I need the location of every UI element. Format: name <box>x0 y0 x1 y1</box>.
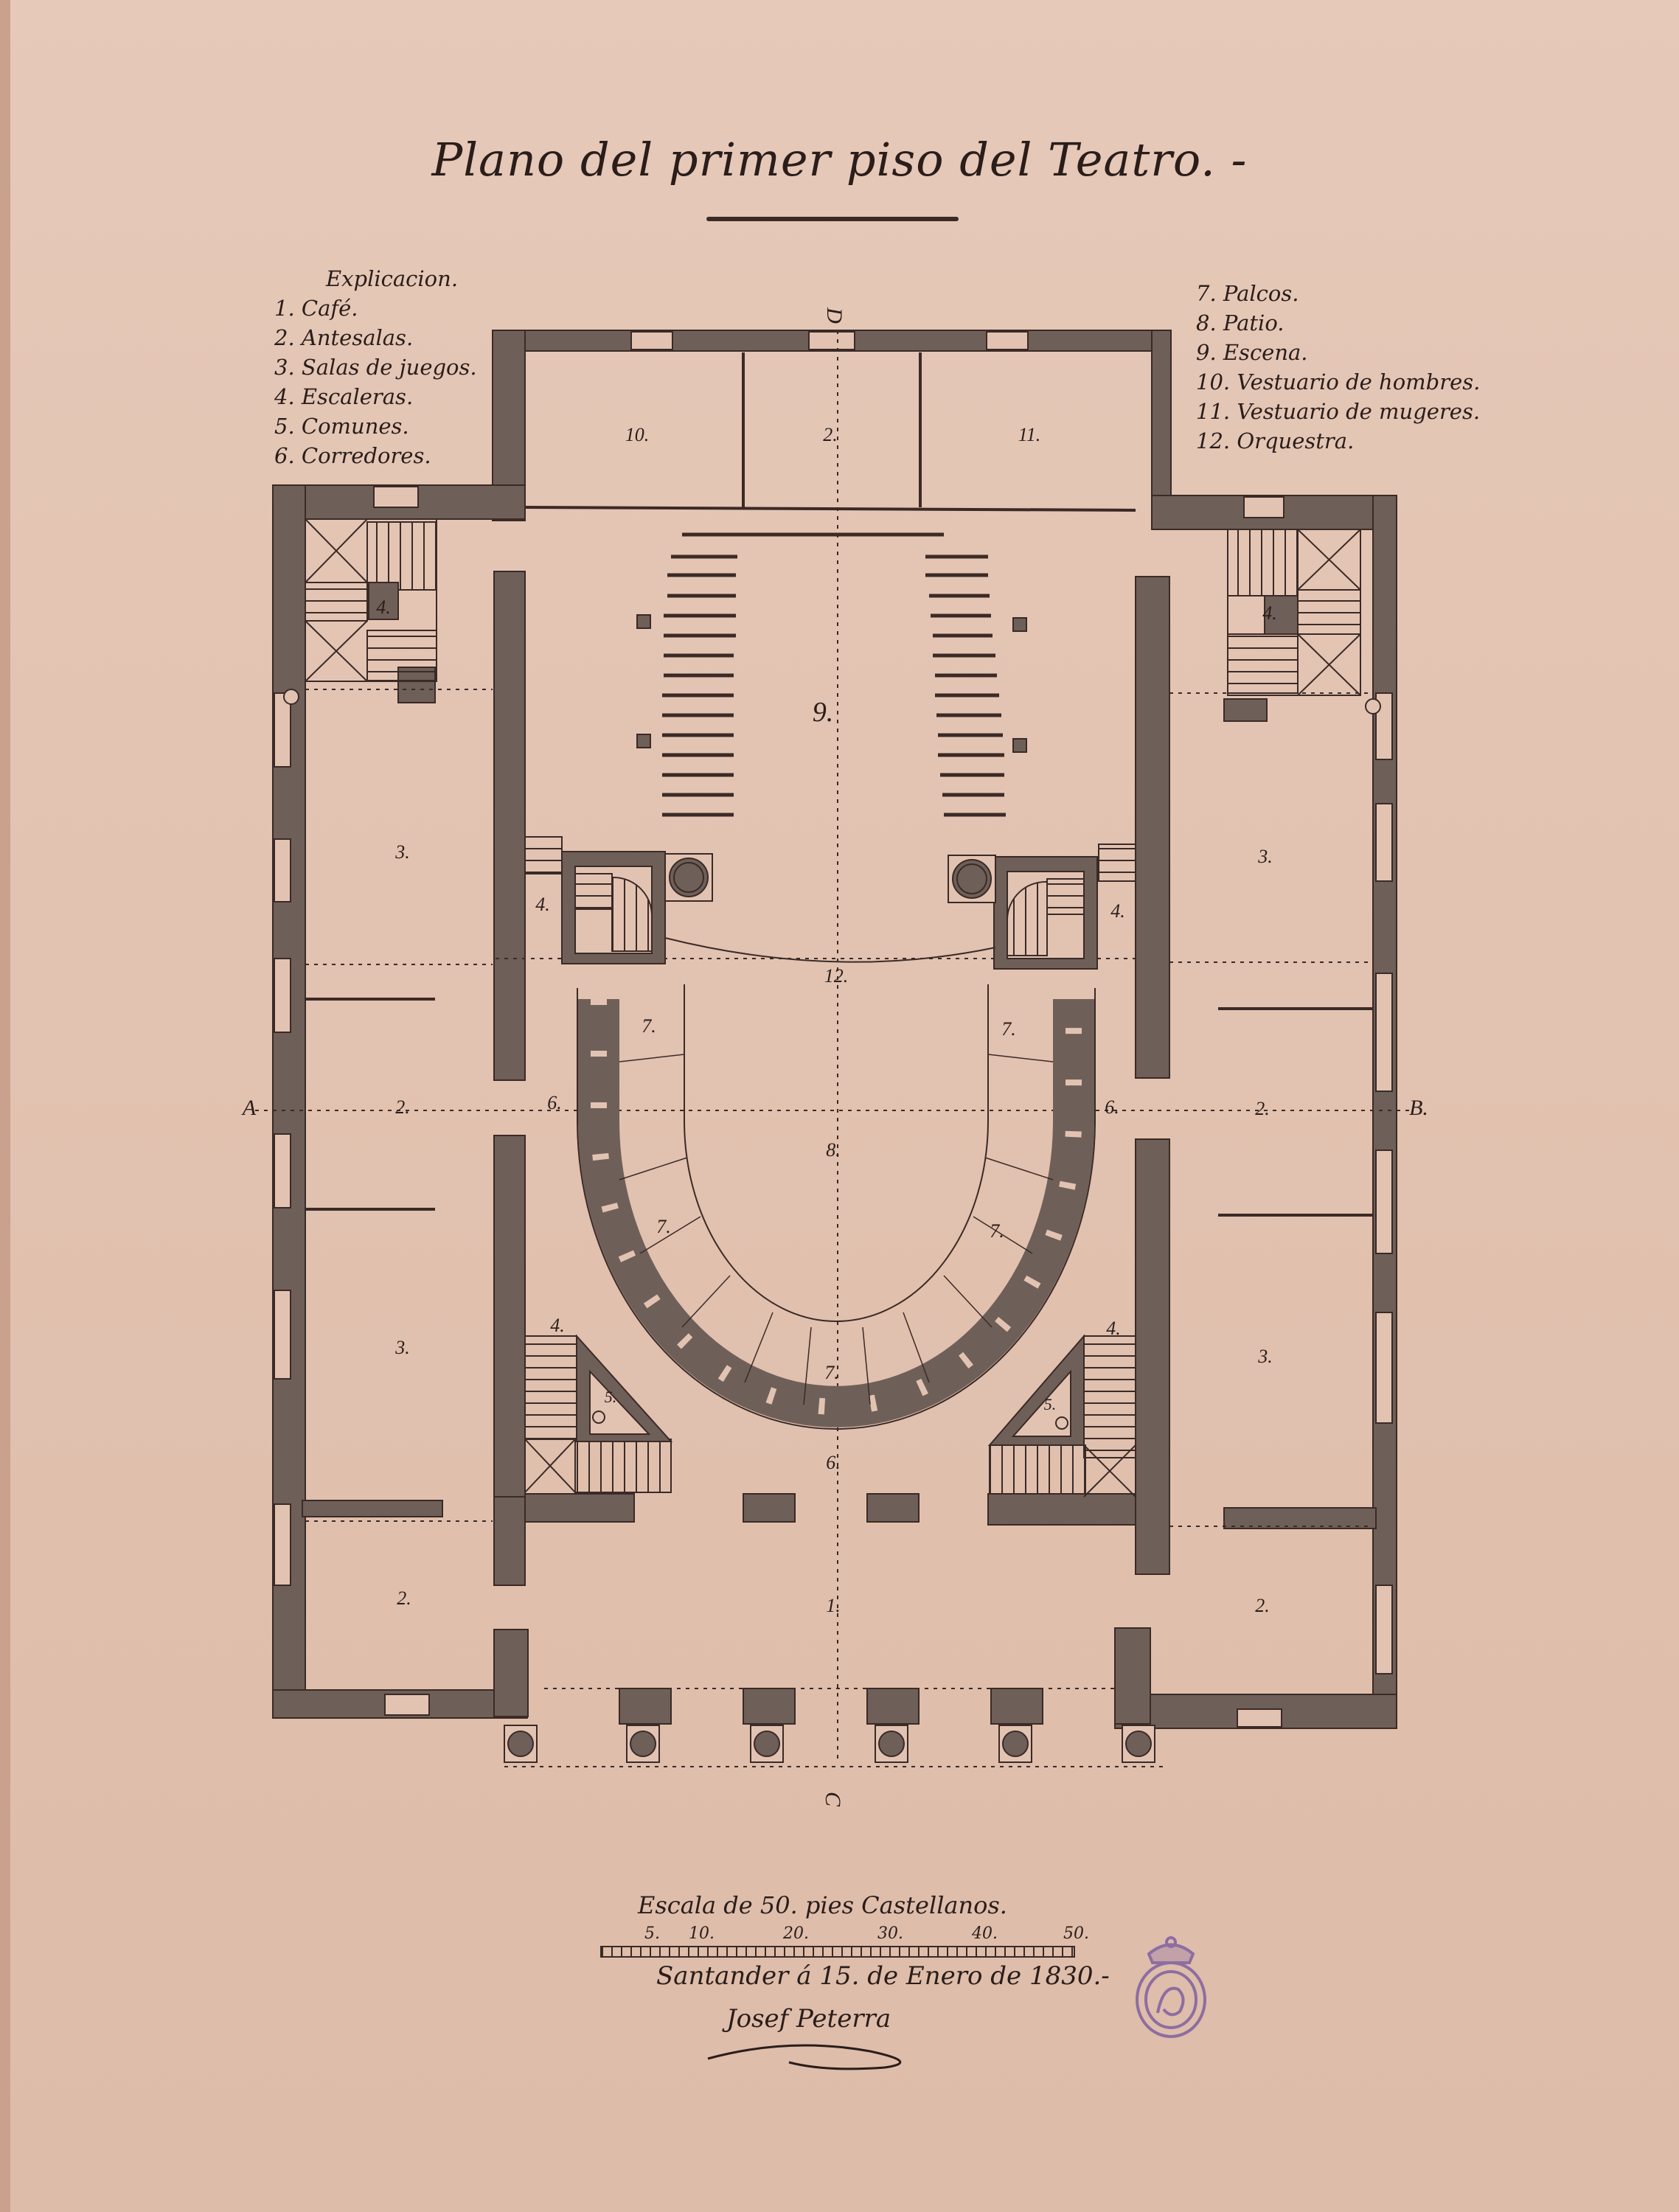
room-label-sala-l1: 3. <box>394 841 410 863</box>
legend-right: 7. Palcos. 8. Patio. 9. Escena. 10. Vest… <box>1196 279 1480 456</box>
room-label-comunes-r: 5. <box>1044 1395 1057 1413</box>
room-label-palco-ml: 7. <box>656 1216 671 1237</box>
interior-walls <box>302 571 1377 1725</box>
staircase-mid-left <box>524 836 713 964</box>
scale-tick: 5. <box>644 1924 660 1943</box>
legend-item: 6. Corredores. <box>274 443 431 468</box>
library-stamp <box>1136 1936 1206 2038</box>
legend-item: 3. Salas de juegos. <box>274 355 477 380</box>
legend-item: 8. Patio. <box>1196 310 1285 335</box>
signature: Josef Peterra <box>726 2004 891 2034</box>
scale-title: Escala de 50. pies Castellanos. <box>638 1891 1007 1919</box>
room-label-comunes-l: 5. <box>605 1388 617 1406</box>
room-label-antesala-l: 2. <box>395 1096 410 1118</box>
auditorium <box>577 984 1096 1430</box>
room-label-stair-bl: 4. <box>550 1315 565 1336</box>
legend-left: Explicacion. 1. Café. 2. Antesalas. 3. S… <box>274 264 477 470</box>
legend-item: 9. Escena. <box>1196 340 1308 365</box>
room-label-palco-mr: 7. <box>990 1220 1004 1242</box>
room-label-stair-tl: 4. <box>376 597 391 618</box>
room-label-sala-r2: 3. <box>1257 1346 1273 1367</box>
room-label-antesala-br: 2. <box>1255 1595 1270 1616</box>
staircase-bottom-right <box>987 1334 1136 1498</box>
partition-lines <box>305 352 1373 1217</box>
staircase-mid-right <box>948 844 1136 970</box>
paper-edge <box>0 0 10 2212</box>
room-label-stair-mr: 4. <box>1110 900 1125 922</box>
legend-item: 1. Café. <box>274 296 358 321</box>
place-date: Santander á 15. de Enero de 1830.- <box>656 1961 1110 1991</box>
staircase-top-left <box>283 518 437 705</box>
room-label-stair-ml: 4. <box>535 894 550 915</box>
legend-item: 4. Escaleras. <box>274 384 414 409</box>
title-underline <box>706 217 959 221</box>
room-label-antesala-bl: 2. <box>397 1587 411 1609</box>
legend-item: 11. Vestuario de mugeres. <box>1196 399 1481 424</box>
room-label-corredor-r: 6. <box>1105 1096 1119 1118</box>
legend-item: 5. Comunes. <box>274 414 409 439</box>
section-mark-c: C <box>821 1792 845 1807</box>
legend-item: 10. Vestuario de hombres. <box>1196 369 1481 394</box>
staircase-top-right <box>1227 529 1381 714</box>
room-label-sala-l2: 3. <box>394 1337 410 1358</box>
legend-item: 12. Orquestra. <box>1196 428 1355 453</box>
legend-item: 2. Antesalas. <box>274 325 414 350</box>
plan-title: Plano del primer piso del Teatro. - <box>431 133 1248 187</box>
room-label-vestuario-center: 2. <box>823 424 838 445</box>
room-label-corredor-b: 6. <box>826 1452 841 1473</box>
staircase-bottom-left <box>524 1334 673 1493</box>
room-label-palco-tl: 7. <box>642 1015 656 1037</box>
legend-item: 7. Palcos. <box>1196 281 1299 306</box>
room-label-orquestra: 12. <box>824 965 849 987</box>
scale-tick: 50. <box>1063 1924 1089 1943</box>
scale-bar <box>600 1946 1075 1958</box>
section-mark-d: D <box>822 307 847 324</box>
room-label-vestuario-mugeres: 11. <box>1018 424 1041 445</box>
stage-posts <box>636 614 1027 753</box>
room-label-corredor-l: 6. <box>547 1092 562 1113</box>
scale-tick: 20. <box>783 1924 809 1943</box>
room-label-escena: 9. <box>813 697 834 728</box>
facade-windows <box>274 331 1393 1728</box>
legend-heading: Explicacion. <box>326 266 459 291</box>
scale-tick: 30. <box>877 1924 903 1943</box>
room-label-patio: 8. <box>826 1139 841 1161</box>
room-label-palco-tr: 7. <box>1001 1018 1016 1040</box>
room-label-palco-b: 7. <box>824 1362 839 1383</box>
stage-flats <box>662 532 1006 817</box>
room-label-antesala-r: 2. <box>1255 1098 1270 1119</box>
room-label-stair-tr: 4. <box>1262 602 1277 624</box>
portico-columns <box>504 1725 1155 1763</box>
section-mark-a: A <box>241 1096 257 1120</box>
section-mark-b: B. <box>1409 1096 1428 1120</box>
room-label-vestuario-hombres: 10. <box>625 424 650 445</box>
room-label-cafe: 1. <box>826 1595 841 1616</box>
room-label-stair-br: 4. <box>1106 1318 1121 1339</box>
room-label-sala-r1: 3. <box>1257 846 1273 867</box>
scale-tick: 40. <box>972 1924 998 1943</box>
scale-tick: 10. <box>689 1924 715 1943</box>
proscenium-arc <box>664 937 996 963</box>
signature-flourish <box>707 2044 902 2070</box>
